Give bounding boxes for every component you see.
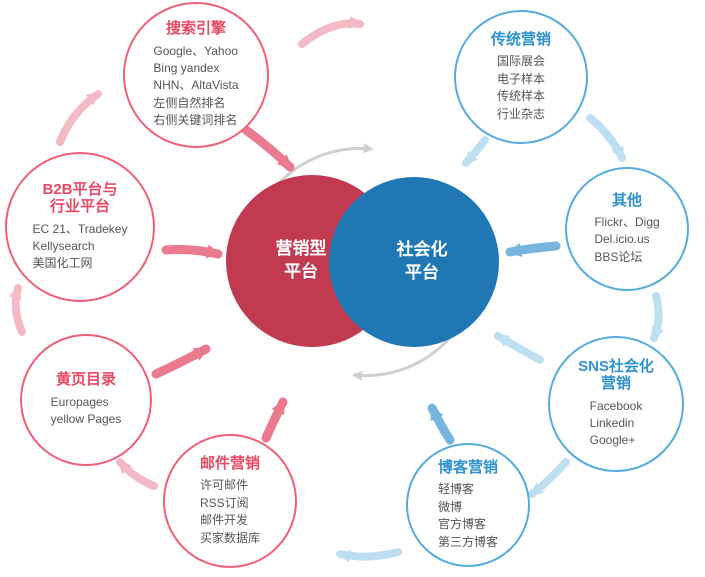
node-title: 搜索引擎: [165, 20, 226, 38]
center-circle-social-platform: 社会化 平台: [329, 177, 499, 347]
arrow-email-to-center: [261, 397, 288, 443]
node-item: 第三方博客: [437, 534, 498, 549]
node-title: 传统营销: [490, 31, 551, 49]
node-items: 轻博客微博官方博客第三方博客: [438, 481, 498, 551]
node-title: 黄页目录: [55, 371, 116, 389]
node-item: Del.icio.us: [594, 232, 650, 247]
node-items: Europages yellow Pages: [51, 394, 122, 429]
node-item: Google、Yahoo: [153, 43, 238, 58]
arrow-b2b-to-search: [56, 90, 102, 146]
arrow-sns-to-center: [494, 332, 544, 364]
node-item: 邮件开发: [199, 513, 248, 528]
arrow-search-to-traditional: [298, 16, 364, 48]
center-label-marketing-platform: 营销型 平台: [275, 239, 327, 281]
node-traditional-marketing: 传统营销 国际展会电子样本传统样本行业杂志: [454, 10, 588, 144]
node-item: 行业杂志: [496, 106, 545, 121]
arrow-other-to-center: [505, 241, 561, 257]
node-item: RSS订阅: [199, 495, 249, 510]
node-items: 许可邮件 RSS订阅邮件开发买家数据库: [200, 477, 260, 547]
arrow-email-to-yellowpages: [116, 458, 158, 490]
node-items: 国际展会电子样本传统样本行业杂志: [497, 53, 545, 123]
arrow-yellowpages-to-center: [151, 344, 211, 379]
node-item: Bing yandex: [153, 61, 220, 76]
node-item: Flickr、Digg: [594, 215, 660, 230]
node-item: 许可邮件: [199, 478, 248, 493]
node-title: 邮件营销: [199, 455, 260, 473]
node-item: Facebook: [589, 398, 643, 413]
node-yellow-pages: 黄页目录 Europages yellow Pages: [20, 334, 152, 466]
node-item: 买家数据库: [199, 530, 260, 545]
node-title: 其他: [611, 191, 642, 209]
node-item: 美国化工网: [32, 256, 93, 271]
arrow-traditional-to-other: [586, 114, 626, 162]
arrow-other-to-sns: [650, 292, 664, 342]
node-item: NHN、AltaVista: [153, 78, 239, 93]
arrow-blog-to-center: [427, 403, 455, 445]
node-item: 官方博客: [437, 517, 486, 532]
node-item: 右侧关键词排名: [153, 113, 238, 128]
node-blog-marketing: 博客营销 轻博客微博官方博客第三方博客: [406, 443, 530, 567]
node-item: Linkedin: [589, 416, 635, 431]
node-item: 左侧自然排名: [153, 95, 226, 110]
node-item: 传统样本: [496, 89, 545, 104]
node-title: SNS社会化 营销: [578, 358, 654, 393]
center-label-social-platform: 社会化 平台: [396, 240, 448, 282]
arrow-b2b-to-center: [161, 244, 223, 259]
node-item: Kellysearch: [32, 239, 95, 254]
node-title: B2B平台与 行业平台: [42, 181, 118, 216]
node-item: yellow Pages: [50, 412, 122, 427]
node-title: 博客营销: [437, 459, 498, 477]
node-item: Europages: [50, 394, 109, 409]
arrow-traditional-to-center: [462, 136, 489, 167]
node-item: 轻博客: [437, 482, 474, 497]
arrow-sns-to-blog: [528, 458, 570, 498]
arrow-yellowpages-to-b2b: [8, 284, 26, 336]
node-item: BBS论坛: [594, 249, 643, 264]
node-item: Google+: [589, 433, 636, 448]
node-item: 国际展会: [496, 54, 545, 69]
node-item: EC 21、Tradekey: [32, 221, 128, 236]
node-email-marketing: 邮件营销 许可邮件 RSS订阅邮件开发买家数据库: [163, 434, 297, 568]
node-item: 电子样本: [496, 71, 545, 86]
node-item: 微博: [437, 499, 462, 514]
arrow-search-to-center: [241, 125, 295, 172]
arrow-blog-to-email: [336, 548, 402, 563]
